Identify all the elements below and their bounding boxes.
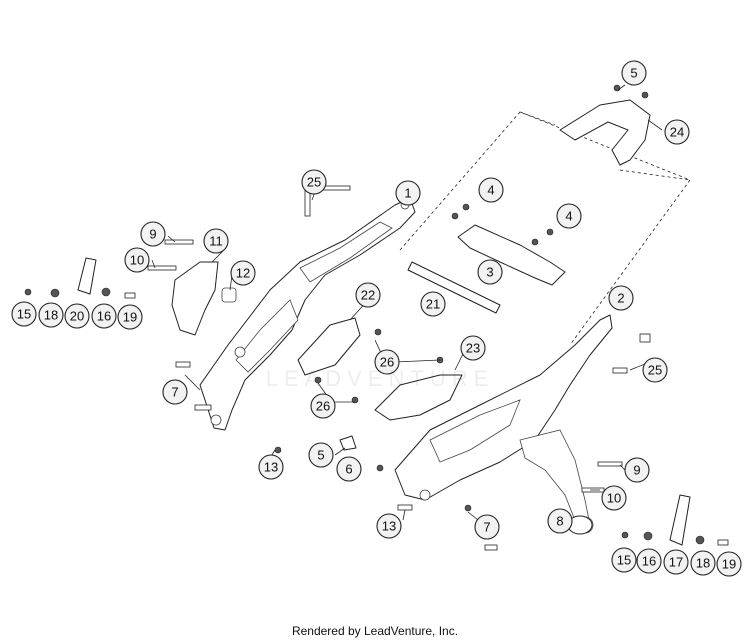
callout-13b: 13 <box>376 513 402 539</box>
callout-label-24: 24 <box>670 125 684 140</box>
callout-label-26b: 26 <box>316 399 330 414</box>
guide-rail <box>407 261 501 314</box>
callout-label-16a: 16 <box>97 309 111 324</box>
callout-label-5b: 5 <box>317 448 324 463</box>
callout-label-15b: 15 <box>617 553 631 568</box>
callout-25a: 25 <box>301 169 327 195</box>
callout-20: 20 <box>64 303 90 329</box>
callout-12: 12 <box>230 260 256 286</box>
callout-label-15a: 15 <box>17 307 31 322</box>
callout-label-23: 23 <box>466 341 480 356</box>
callout-label-9a: 9 <box>149 227 156 242</box>
callout-5a: 5 <box>621 60 647 86</box>
callout-label-12: 12 <box>236 266 250 281</box>
callout-label-2: 2 <box>617 291 624 306</box>
callout-label-11: 11 <box>209 234 223 249</box>
callout-label-13a: 13 <box>264 460 278 475</box>
callout-label-18a: 18 <box>44 308 58 323</box>
callout-label-7a: 7 <box>171 385 178 400</box>
bracket-plate <box>457 224 566 286</box>
callout-26b: 26 <box>310 393 336 419</box>
callout-label-5a: 5 <box>630 66 637 81</box>
frame-part-right <box>394 314 613 534</box>
callout-18a: 18 <box>38 302 64 328</box>
footpeg-left <box>77 257 97 295</box>
callout-label-17: 17 <box>669 555 683 570</box>
callout-13a: 13 <box>258 454 284 480</box>
side-cover <box>297 317 361 376</box>
callout-label-21: 21 <box>426 297 440 312</box>
callout-label-26a: 26 <box>380 355 394 370</box>
callout-16a: 16 <box>91 303 117 329</box>
callout-label-16b: 16 <box>642 554 656 569</box>
callout-6: 6 <box>336 456 362 482</box>
callout-2: 2 <box>608 285 634 311</box>
callout-21: 21 <box>420 291 446 317</box>
callout-23: 23 <box>460 335 486 361</box>
frame-part-left <box>199 197 416 431</box>
callout-10b: 10 <box>601 485 627 511</box>
callout-17: 17 <box>663 549 689 575</box>
callout-label-4b: 4 <box>565 209 572 224</box>
callout-label-25b: 25 <box>648 363 662 378</box>
callout-label-13b: 13 <box>382 519 396 534</box>
footer-credit: Rendered by LeadVenture, Inc. <box>291 624 459 638</box>
clip-part <box>339 435 357 451</box>
callout-label-19b: 19 <box>722 557 736 572</box>
callout-19a: 19 <box>117 304 143 330</box>
callout-label-8: 8 <box>556 514 563 529</box>
callout-9a: 9 <box>140 221 166 247</box>
callout-label-9b: 9 <box>633 463 640 478</box>
callout-4a: 4 <box>478 177 504 203</box>
top-bracket <box>559 99 651 166</box>
callout-label-4a: 4 <box>487 183 494 198</box>
callout-label-7b: 7 <box>483 520 490 535</box>
callout-7b: 7 <box>474 514 500 540</box>
callout-label-18b: 18 <box>696 556 710 571</box>
callout-label-25a: 25 <box>307 175 321 190</box>
callout-1: 1 <box>395 180 421 206</box>
footpeg-right <box>669 494 691 546</box>
footrest-bracket-left <box>171 261 237 336</box>
callout-9b: 9 <box>624 457 650 483</box>
callout-11: 11 <box>203 228 229 254</box>
callout-19b: 19 <box>716 551 742 577</box>
callout-7a: 7 <box>162 379 188 405</box>
callout-label-1: 1 <box>404 186 411 201</box>
callout-8: 8 <box>547 508 573 534</box>
callout-24: 24 <box>664 119 690 145</box>
callout-15a: 15 <box>11 301 37 327</box>
callout-label-3: 3 <box>486 265 493 280</box>
callout-4b: 4 <box>556 203 582 229</box>
rear-cover <box>374 374 463 421</box>
callout-label-10a: 10 <box>130 253 144 268</box>
leader-lines <box>151 84 663 521</box>
callout-label-20: 20 <box>70 309 84 324</box>
callout-3: 3 <box>477 259 503 285</box>
callout-label-10b: 10 <box>607 491 621 506</box>
callout-26a: 26 <box>374 349 400 375</box>
callout-18b: 18 <box>690 550 716 576</box>
callout-25b: 25 <box>642 357 668 383</box>
callout-15b: 15 <box>611 547 637 573</box>
callout-16b: 16 <box>636 548 662 574</box>
assembly-guide-lines <box>399 111 691 346</box>
callout-22: 22 <box>355 282 381 308</box>
callout-label-19a: 19 <box>123 310 137 325</box>
callout-label-6: 6 <box>345 462 352 477</box>
watermark: LEADVENTURE <box>265 366 495 391</box>
callout-5b: 5 <box>308 442 334 468</box>
callout-10a: 10 <box>124 247 150 273</box>
callout-label-22: 22 <box>361 288 375 303</box>
